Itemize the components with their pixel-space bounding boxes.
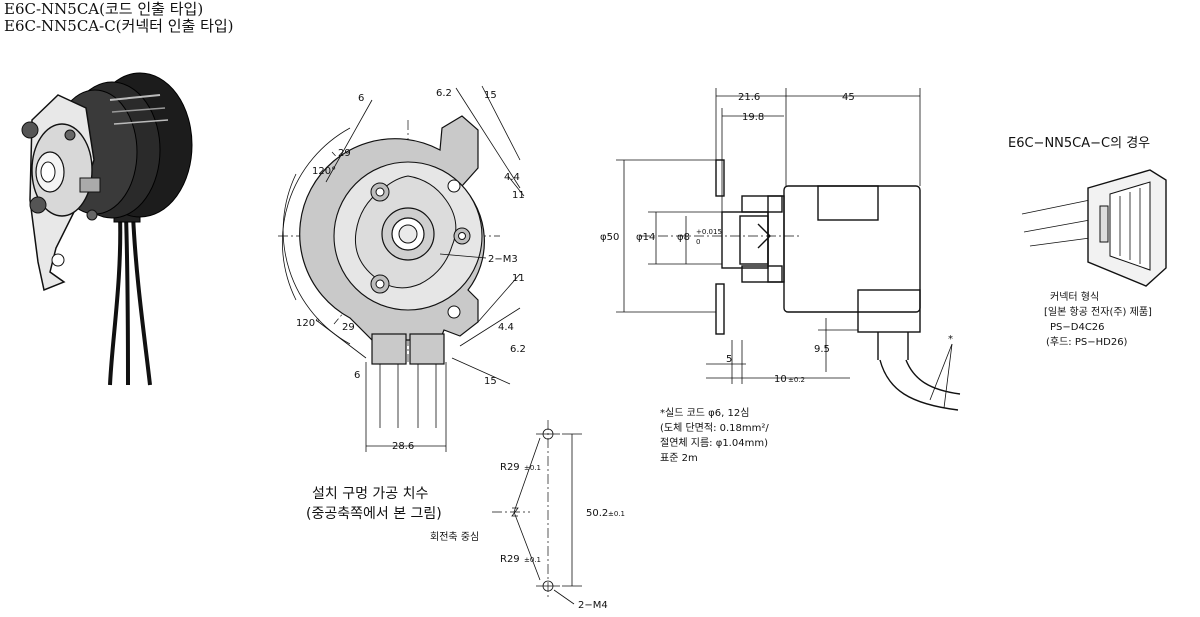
- pitch-50-2-tol: ±0.1: [608, 510, 625, 518]
- dim-4-4-top: 4.4: [504, 172, 520, 183]
- dim-11-bottom: 11: [512, 273, 525, 284]
- encoder-photo: [21, 72, 193, 386]
- title-connector-type: E6C-NN5CA-C(커넥터 인출 타입): [4, 17, 234, 35]
- connector-note-2: [일본 항공 전자(주) 제품]: [1044, 306, 1152, 318]
- dim-9-5: 9.5: [814, 344, 830, 355]
- connector-heading: E6C−NN5CA−C의 경우: [1008, 136, 1150, 151]
- r29-bottom-tol: ±0.1: [524, 556, 541, 564]
- angle-120-top: 120°: [312, 166, 336, 177]
- dim-6-bottom: 6: [354, 370, 360, 381]
- label-2-m4: 2−M4: [578, 600, 608, 611]
- cable-note-1: *실드 코드 φ6, 12심: [660, 407, 749, 419]
- dia-8: φ8: [677, 232, 690, 243]
- r29-top-tol: ±0.1: [524, 464, 541, 472]
- dia-50: φ50: [600, 232, 619, 243]
- mounting-caption-2: (중공축쪽에서 본 그림): [306, 506, 442, 522]
- side-view-drawing: [616, 88, 961, 411]
- dim-6-top: 6: [358, 93, 364, 104]
- rotation-axis-center: 회전축 중심: [430, 531, 479, 543]
- cable-note-3: 절연체 지름: φ1.04mm): [660, 436, 768, 449]
- cable-note-2: (도체 단면적: 0.18mm²/: [660, 422, 769, 434]
- connector-note-4: (후드: PS−HD26): [1046, 336, 1128, 348]
- dim-15-bottom: 15: [484, 376, 497, 387]
- mounting-caption-1: 설치 구멍 가공 치수: [312, 486, 429, 502]
- r29-top: R29: [500, 462, 520, 473]
- dim-6-2-top: 6.2: [436, 88, 452, 99]
- dim-19-8: 19.8: [742, 112, 764, 123]
- dia-14: φ14: [636, 232, 655, 243]
- connector-note-3: PS−D4C26: [1050, 322, 1105, 333]
- dim-21-6: 21.6: [738, 92, 760, 103]
- dim-45: 45: [842, 92, 855, 103]
- dim-6-2-bottom: 6.2: [510, 344, 526, 355]
- dim-15-top: 15: [484, 90, 497, 101]
- front-view-drawing: [278, 85, 525, 452]
- dim-11-top: 11: [512, 190, 525, 201]
- connector-note-1: 커넥터 형식: [1050, 291, 1099, 303]
- dia-8-tol-lower: 0: [696, 238, 700, 246]
- dim-10: 10: [774, 374, 787, 385]
- dim-29-bottom: 29: [342, 322, 355, 333]
- dim-10-tol: ±0.2: [788, 376, 805, 384]
- dim-28-6: 28.6: [392, 441, 414, 452]
- cable-star: *: [948, 334, 953, 345]
- dim-29-top: 29: [338, 148, 351, 159]
- pitch-50-2: 50.2: [586, 508, 608, 519]
- mounting-hole-drawing: [492, 420, 582, 605]
- angle-120-bottom: 120°: [296, 318, 320, 329]
- label-2-m3: 2−M3: [488, 254, 518, 265]
- dia-8-tol-upper: +0.015: [696, 228, 722, 236]
- cable-note-4: 표준 2m: [660, 452, 698, 464]
- dim-5: 5: [726, 354, 732, 365]
- dim-4-4-bottom: 4.4: [498, 322, 514, 333]
- connector-drawing: [1021, 169, 1167, 287]
- title-cord-type: E6C-NN5CA(코드 인출 타입): [4, 0, 204, 18]
- r29-bottom: R29: [500, 554, 520, 565]
